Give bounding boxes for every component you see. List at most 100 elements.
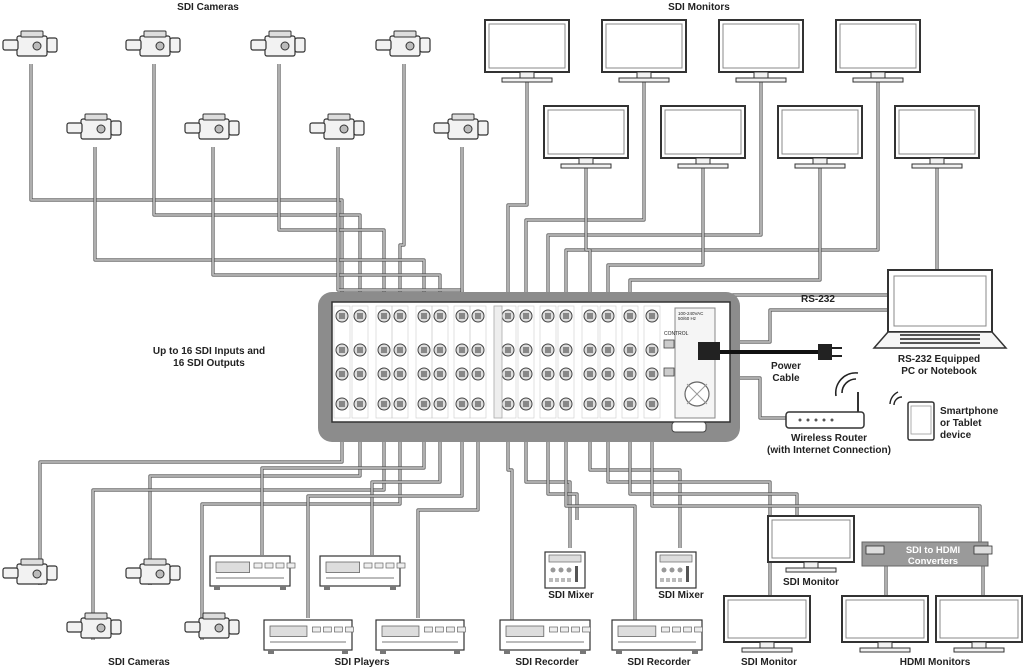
mixer-button xyxy=(666,578,670,582)
monitor-icon xyxy=(484,19,570,83)
bnc-pin xyxy=(397,371,403,377)
bnc-slot xyxy=(581,305,599,419)
bnc-pin xyxy=(563,371,569,377)
monitor-base xyxy=(794,163,846,169)
bnc-pin xyxy=(381,313,387,319)
deck-button xyxy=(661,626,670,633)
bnc-pin xyxy=(505,347,511,353)
camera-icon xyxy=(125,558,181,585)
label-converters: SDI to HDMI Converters xyxy=(905,545,961,567)
player-icon xyxy=(209,555,296,590)
wifi-arc xyxy=(841,378,857,394)
mixer-fader xyxy=(575,566,578,582)
camera-handle xyxy=(393,30,417,38)
label-control: CONTROL xyxy=(664,331,689,337)
cable-monitor-top-3 xyxy=(565,72,879,308)
bnc-pin xyxy=(421,313,427,319)
camera-body xyxy=(447,118,479,140)
camera-grip xyxy=(110,619,122,635)
bnc-column-3 xyxy=(391,305,409,419)
label-sdi-players: SDI Players xyxy=(334,657,390,668)
camera-lens xyxy=(2,39,19,51)
deck-foot xyxy=(616,650,622,654)
label-pc: RS-232 Equipped PC or Notebook xyxy=(897,354,981,377)
deck-foot xyxy=(342,650,348,654)
bnc-slot xyxy=(469,305,487,419)
bnc-column-6 xyxy=(453,305,471,419)
bnc-pin xyxy=(381,401,387,407)
camera-handle xyxy=(143,558,167,566)
bnc-pin xyxy=(627,401,633,407)
camera-handle xyxy=(327,113,351,121)
deck-button xyxy=(560,626,569,633)
bnc-column-10 xyxy=(539,305,557,419)
label-psu: 100-240VAC 50/60 Hz xyxy=(678,311,704,321)
bnc-slot xyxy=(391,305,409,419)
bnc-pin xyxy=(381,347,387,353)
bnc-pin xyxy=(437,313,443,319)
label-sdi-mixer-2: SDI Mixer xyxy=(658,590,704,601)
bnc-pin xyxy=(475,371,481,377)
bnc-pin xyxy=(605,313,611,319)
cable-camera-top-0 xyxy=(30,64,343,308)
monitor-screen xyxy=(771,519,851,559)
deck-foot xyxy=(580,650,586,654)
monitor-neck xyxy=(578,157,594,165)
player-icon xyxy=(375,619,466,654)
camera-lens xyxy=(66,621,83,633)
deck-button xyxy=(275,562,285,569)
label-sdi-cameras-bottom: SDI Cameras xyxy=(108,657,170,668)
wireless-router-icon xyxy=(785,392,865,429)
monitor-icon xyxy=(543,105,629,169)
camera-lens xyxy=(2,567,19,579)
bnc-slot xyxy=(557,305,575,419)
bnc-pin xyxy=(545,347,551,353)
camera-dial xyxy=(280,41,290,51)
tablet-icon xyxy=(907,401,935,441)
camera-grip xyxy=(294,37,306,53)
bnc-pin xyxy=(649,347,655,353)
mixer-fader xyxy=(686,566,689,582)
monitor-base xyxy=(735,77,787,83)
bnc-pin xyxy=(505,371,511,377)
monitor-icon xyxy=(841,595,929,653)
bnc-pin xyxy=(459,313,465,319)
recorder-icon xyxy=(611,619,703,654)
monitor-neck xyxy=(519,71,535,79)
label-sdi-cameras-top: SDI Cameras xyxy=(177,2,239,13)
deck-button xyxy=(363,562,373,569)
laptop-keys xyxy=(900,342,980,344)
camera-lens xyxy=(66,122,83,134)
player-icon xyxy=(319,555,406,590)
monitor-neck xyxy=(877,641,893,649)
router-led xyxy=(798,418,802,422)
camera-dial xyxy=(214,623,224,633)
label-sdi-recorder-2: SDI Recorder xyxy=(627,657,691,668)
bnc-pin xyxy=(357,371,363,377)
camera-grip xyxy=(353,120,365,136)
label-wireless-router: Wireless Router (with Internet Connectio… xyxy=(767,433,891,456)
deck-button xyxy=(672,626,681,633)
deck-button xyxy=(446,626,455,633)
deck-button xyxy=(312,626,321,633)
camera-lens xyxy=(250,39,267,51)
camera-lens xyxy=(433,122,450,134)
wifi-arc xyxy=(893,396,903,406)
bnc-pin xyxy=(421,401,427,407)
matrix-foot xyxy=(671,421,707,433)
deck-button xyxy=(286,562,296,569)
bnc-column-13 xyxy=(599,305,617,419)
bnc-pin xyxy=(523,347,529,353)
camera-lens xyxy=(184,621,201,633)
deck-button xyxy=(345,626,354,633)
deck-button xyxy=(396,562,406,569)
monitor-screen xyxy=(664,109,742,155)
cable-rs232 xyxy=(716,309,895,343)
deck-display xyxy=(381,625,420,637)
mixer-button xyxy=(567,578,571,582)
bnc-pin xyxy=(627,313,633,319)
mixer-icon xyxy=(655,551,697,589)
camera-body xyxy=(389,35,421,57)
lan-port xyxy=(663,367,675,377)
